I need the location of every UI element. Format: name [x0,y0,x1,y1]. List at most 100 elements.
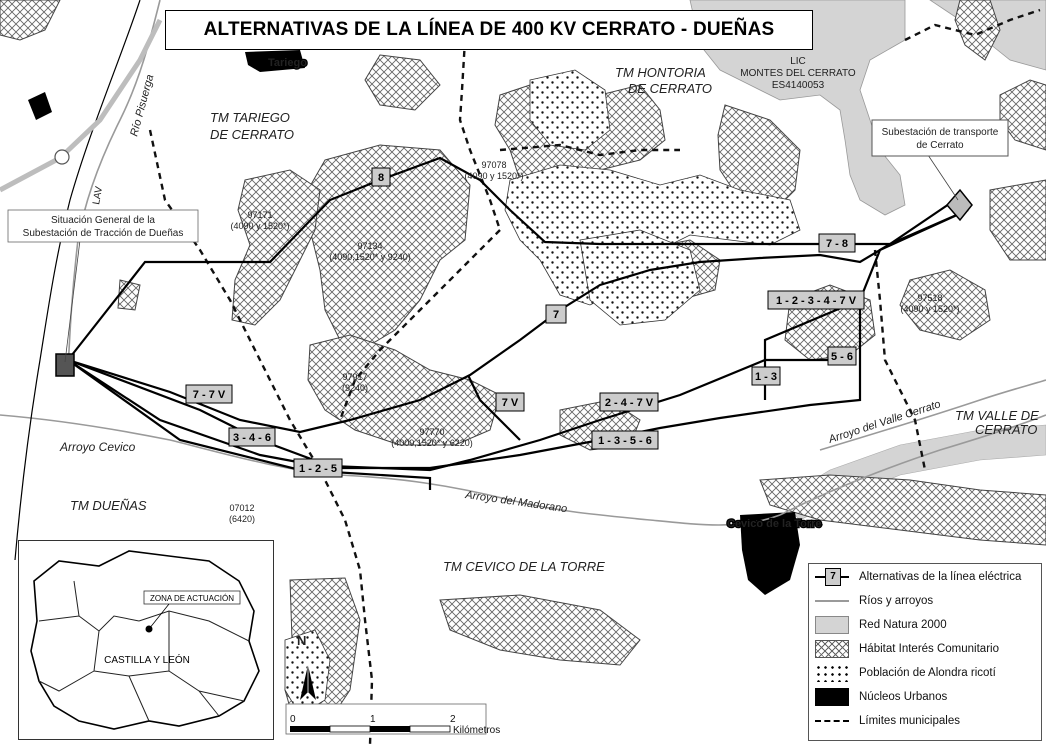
natura-area-lic [689,0,906,216]
legend-natura-swatch [815,616,849,634]
alt-label-3-4-6: 3 - 4 - 6 [233,432,271,444]
scale-bar: 0 1 2 Kilómetros [285,703,500,736]
road-junction [54,149,70,165]
rail-lav-label: LAV [91,185,105,205]
urban-cevico [740,512,800,595]
map-title-box: ALTERNATIVAS DE LA LÍNEA DE 400 KV CERRA… [165,10,813,50]
substation-duenas-box [7,209,199,243]
legend-rivers-swatch [815,592,849,610]
scale-unit: Kilómetros [453,725,500,736]
substation-cerrato-callout [927,154,959,201]
habitat-code-07012: 07012 [229,503,254,513]
habitat-code-97134: 97134 [357,241,382,251]
legend-urban-label: Núcleos Urbanos [859,691,948,703]
habitat-code-labels: 97078 (4090 y 1520*) 97171 (4090 y 1520*… [229,160,960,524]
tm-duenas: TM DUEÑAS [70,498,147,513]
alt-label-1-3: 1 - 3 [755,371,777,383]
river-madorano-label: Arroyo del Madorano [464,489,568,515]
scale-tick-2: 2 [450,714,456,725]
substation-cerrato-symbol [946,188,973,222]
habitat-code-97078: 97078 [481,160,506,170]
alternative-labels: 8 7 - 8 7 1 - 2 - 3 - 4 - 7 V 5 - 6 1 - … [185,167,865,478]
alt-label-1-2-5: 1 - 2 - 5 [299,463,337,475]
inset-zone-label-box [143,590,241,605]
legend-habitat-swatch [815,640,849,658]
legend-item-habitat: Hábitat Interés Comunitario [809,638,999,660]
scale-tick-0: 0 [290,714,296,725]
legend-lines-swatch: 7 [815,568,849,586]
habitat-code-97171: 97171 [247,210,272,220]
substation-duenas-symbol [55,353,75,377]
scale-tick-1: 1 [370,714,376,725]
legend-alondra-label: Población de Alondra ricotí [859,667,996,679]
inset-zone-label: ZONA DE ACTUACIÓN [150,594,234,603]
urban-nw [28,92,52,120]
inset-map: ZONA DE ACTUACIÓN CASTILLA Y LEÓN [18,540,274,740]
alt-label-2-4-7v: 2 - 4 - 7 V [605,397,654,409]
alt-label-7v: 7 V [502,397,519,409]
inset-region-outline [30,550,260,730]
substation-cerrato-line2: de Cerrato [916,140,964,151]
habitat-code-97917: 97917 [342,372,367,382]
tm-hontoria-line1: TM HONTORIA [615,65,706,80]
tm-tariego-line2: DE CERRATO [210,127,294,142]
town-tariego: Tariego [268,57,307,69]
habitat-detail-97917: (9240) [342,383,368,393]
alt-label-1-3-5-6: 1 - 3 - 5 - 6 [598,435,652,447]
legend-item-limits: Límites municipales [809,710,960,732]
inset-region-label: CASTILLA Y LEÓN [104,653,190,666]
legend-item-lines: 7 Alternativas de la línea eléctrica [809,566,1021,588]
habitat-detail-07012: (6420) [229,514,255,524]
svg-text:ES4140053: ES4140053 [772,80,825,91]
alt-label-5-6: 5 - 6 [831,351,853,363]
lic-label: LIC MONTES DEL CERRATO ES4140053 [740,56,856,91]
habitat-detail-97171: (4090 y 1520*) [230,221,289,231]
alt-label-1-2-3-4-7v: 1 - 2 - 3 - 4 - 7 V [776,295,857,307]
alt-label-8: 8 [378,172,384,184]
substation-cerrato-box [871,119,1009,157]
svg-text:MONTES DEL CERRATO: MONTES DEL CERRATO [740,68,856,79]
river-pisuerga-label: Río Pisuerga [128,73,156,138]
legend-lines-number: 7 [825,568,841,586]
road-grey [0,18,163,193]
tm-valle-line1: TM VALLE DE [955,408,1039,423]
rail-lav [14,0,141,561]
habitat-code-97518: 97518 [917,293,942,303]
legend-item-rivers: Ríos y arroyos [809,590,933,612]
river-valle-label: Arroyo del Valle Cerrato [826,398,942,446]
tm-valle-line2: CERRATO [975,422,1037,437]
svg-text:LIC: LIC [790,56,806,67]
legend-rivers-label: Ríos y arroyos [859,595,934,607]
tm-cevico: TM CEVICO DE LA TORRE [443,559,605,574]
inset-provinces [38,580,250,722]
town-cevico: Cevico de la Torre [727,518,822,530]
substation-duenas-callout [64,239,81,363]
habitat-detail-97770: (4000,1520* y 6220) [391,438,473,448]
alt-label-7-7v: 7 - 7 V [193,389,226,401]
tm-tariego-line1: TM TARIEGO [210,110,290,125]
legend-limits-swatch [815,712,849,730]
legend-lines-label: Alternativas de la línea eléctrica [859,571,1022,583]
alt-label-7: 7 [553,309,559,321]
habitat-detail-97134: (4090,1520* y 9240) [329,252,411,262]
substation-duenas-line2: Subestación de Tracción de Dueñas [23,228,184,239]
habitat-detail-97518: (4090 y 1520*) [900,304,959,314]
alt-label-7-8: 7 - 8 [826,238,848,250]
legend-item-alondra: Población de Alondra ricotí [809,662,996,684]
legend-limits-label: Límites municipales [859,715,960,727]
habitat-detail-97078: (4090 y 1520*) [464,171,523,181]
urban-tariego [245,50,305,72]
inset-map-svg: ZONA DE ACTUACIÓN CASTILLA Y LEÓN [30,550,260,730]
alondra-areas [284,69,801,716]
tm-hontoria-line2: DE CERRATO [628,81,712,96]
legend-alondra-swatch [815,664,849,682]
legend-habitat-label: Hábitat Interés Comunitario [859,643,999,655]
legend-item-natura: Red Natura 2000 [809,614,947,636]
legend-urban-swatch [815,688,849,706]
north-label: N [297,633,306,648]
legend-item-urban: Núcleos Urbanos [809,686,947,708]
legend-natura-label: Red Natura 2000 [859,619,947,631]
north-arrow: N [297,633,316,700]
river-cevico-label: Arroyo Cevico [59,440,136,454]
